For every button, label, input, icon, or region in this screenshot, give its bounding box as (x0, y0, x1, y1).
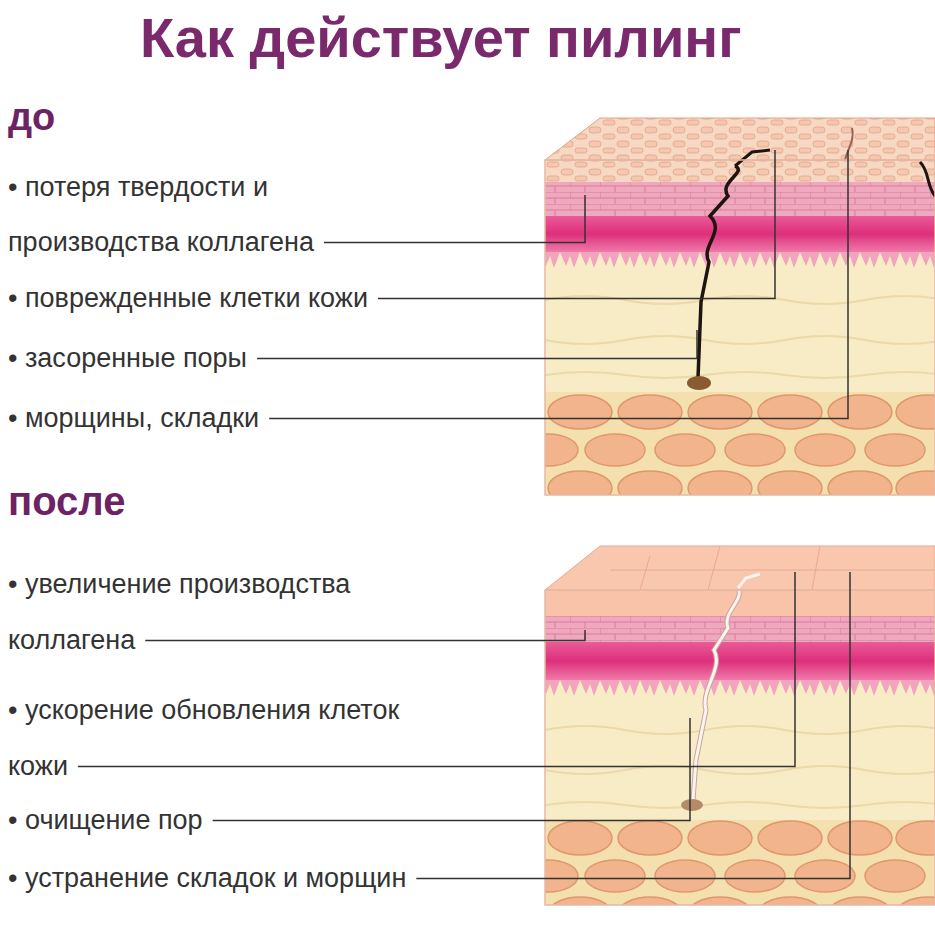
skin-before (518, 118, 935, 505)
leader-line (145, 630, 585, 641)
bullet-label: • засоренные поры (8, 338, 247, 378)
fat-cells (545, 821, 935, 905)
leader-line (257, 330, 697, 359)
block-outline (545, 160, 935, 495)
bullet-label: • ускорение обновления клеток кожи (8, 682, 403, 794)
hair-tip (738, 574, 760, 588)
layer-edge (545, 252, 935, 268)
leader-line (324, 195, 585, 243)
epidermis (545, 616, 935, 642)
skin-surface (545, 546, 935, 590)
hair (693, 590, 739, 800)
epidermis (545, 182, 935, 216)
fat-cells (545, 395, 935, 495)
basal-layer (545, 642, 935, 680)
section-heading: после (8, 476, 125, 526)
hair (698, 166, 738, 378)
surface-cells (610, 546, 935, 590)
hair-tip (735, 150, 770, 166)
block-outline (545, 590, 935, 905)
hair-outline (693, 590, 739, 800)
page-title: Как действует пилинг (140, 6, 742, 70)
skin-surface (545, 118, 935, 160)
layer-edge (545, 680, 935, 696)
bullet-label: • устранение складок и морщин (8, 858, 406, 898)
bullet-label: • потеря твердости и производства коллаг… (8, 160, 378, 270)
leader-line (78, 572, 795, 767)
dermis (545, 590, 935, 905)
wrinkle (920, 162, 935, 196)
hair-bulb (681, 799, 703, 811)
bullet-label: • увеличение производства коллагена (8, 556, 438, 668)
leader-line (213, 718, 690, 821)
bullet-label: • поврежденные клетки кожи (8, 278, 368, 318)
leader-line (378, 150, 775, 299)
section-heading: до (8, 94, 55, 140)
wrinkle (845, 128, 853, 160)
bullet-label: • морщины, складки (8, 398, 259, 438)
bullet-label: • очищение пор (8, 800, 203, 840)
skin-after (518, 546, 935, 931)
leader-line (416, 572, 850, 879)
basal-layer (545, 216, 935, 252)
dermis-fibers (545, 296, 935, 378)
hair-bulb (687, 376, 711, 390)
